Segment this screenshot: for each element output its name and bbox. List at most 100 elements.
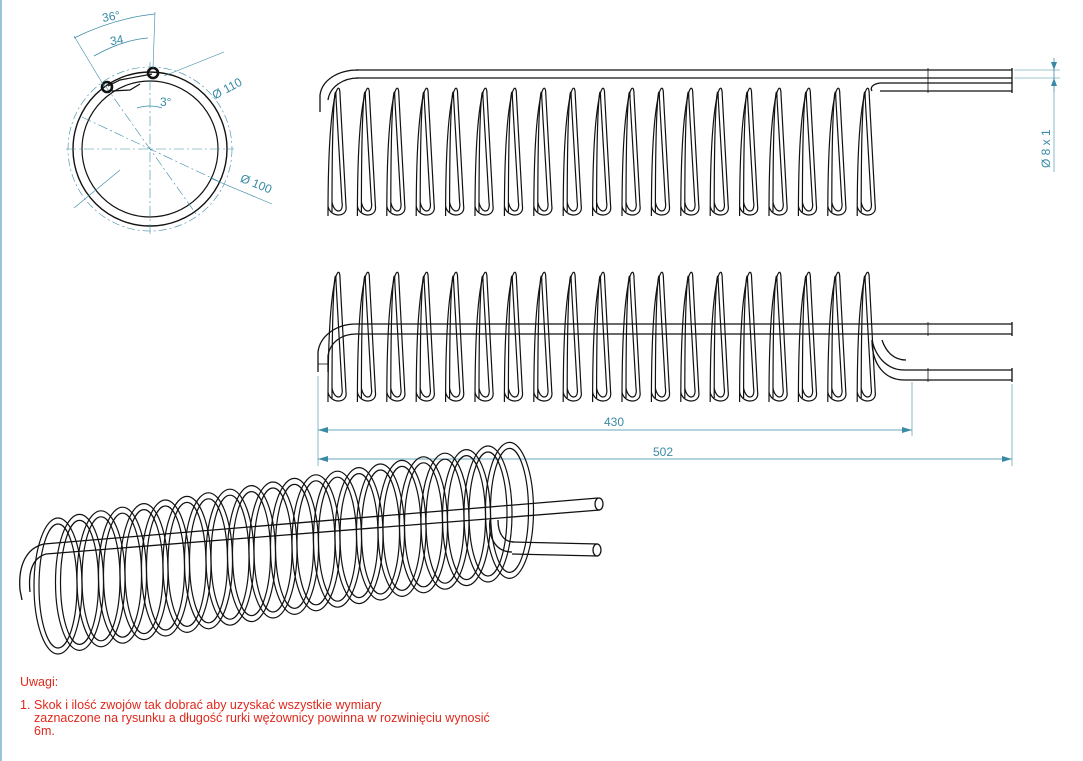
dim-line-left	[73, 169, 121, 209]
coil-loop	[654, 275, 667, 399]
coil-loop	[419, 91, 432, 213]
note-line: Skok i ilość zwojów tak dobrać aby uzysk…	[34, 698, 382, 712]
iso-tube-end-lower	[592, 543, 602, 557]
dim-line-110	[163, 51, 225, 77]
iso-coil-ring	[102, 512, 143, 638]
iso-coil-ring	[124, 508, 164, 635]
coil-loop	[739, 87, 759, 217]
dim-label-430: 430	[604, 415, 624, 429]
dim-label-110: Ø 110	[210, 75, 245, 102]
coil-loop	[654, 91, 667, 213]
iso-coil-ring	[145, 505, 186, 631]
note-body: Skok i ilość zwojów tak dobrać aby uzysk…	[34, 699, 620, 738]
iso-tube-end-upper	[594, 497, 604, 511]
dim-label-100: Ø 100	[238, 171, 274, 196]
coil-loop	[445, 87, 465, 217]
coil-front-view: 430 502	[317, 271, 1013, 466]
iso-coil-ring	[291, 474, 341, 612]
iso-coil-ring	[468, 451, 508, 577]
coil-loop	[801, 275, 814, 399]
top-view-right-bend	[870, 82, 881, 92]
coil-loop	[537, 91, 549, 213]
sheet-border	[0, 0, 2, 761]
coil-loop	[797, 87, 818, 217]
iso-coil-ring	[382, 465, 422, 592]
top-view-left-bend	[319, 69, 359, 112]
iso-coil-ring	[81, 516, 121, 642]
dim-label-34: 34	[109, 32, 125, 48]
iso-coil-ring	[140, 499, 191, 637]
iso-coil-ring	[231, 490, 272, 617]
coil-loop	[743, 91, 755, 213]
coil-loop	[449, 91, 461, 213]
coil-loop	[801, 91, 814, 213]
coil-loop	[360, 91, 373, 213]
coil-loop	[415, 87, 435, 217]
arrow-502-left	[318, 456, 328, 462]
coil-loop	[537, 275, 549, 399]
arrow-tube-a	[1051, 62, 1057, 70]
iso-coil-ring	[205, 488, 255, 626]
arrow-430-right	[902, 427, 912, 433]
coil-loop	[390, 275, 402, 399]
coil-loop	[831, 91, 843, 213]
iso-coil-ring	[183, 492, 234, 630]
coil-loop	[327, 271, 347, 403]
coil-loop	[360, 275, 373, 399]
coil-end-view: 36° 34 3° Ø 110 Ø 100	[66, 8, 274, 236]
notes-block: Uwagi: 1. Skok i ilość zwojów tak dobrać…	[20, 676, 620, 738]
coil-loop	[713, 275, 726, 399]
coil-loop	[386, 87, 406, 217]
iso-outlet-upper	[511, 541, 599, 545]
iso-coil-ring	[377, 459, 427, 598]
coil-loop	[533, 87, 553, 217]
coil-loop	[860, 91, 873, 213]
coil-loop	[419, 275, 432, 399]
coil-loop	[503, 87, 524, 217]
coil-loop	[768, 87, 788, 217]
front-view-left-bend	[317, 323, 357, 372]
iso-coil-ring	[54, 513, 105, 652]
arrow-tube-b	[1051, 78, 1057, 86]
iso-coil-ring	[253, 487, 293, 613]
coil-loop	[356, 87, 377, 217]
iso-coil-ring	[76, 510, 126, 648]
iso-coil-ring	[248, 481, 298, 619]
iso-right-bend	[489, 519, 515, 553]
coil-loop	[596, 91, 608, 213]
dim-arc-3	[136, 105, 163, 109]
dim-label-tube: Ø 8 x 1	[1039, 129, 1053, 168]
iso-coil-ring	[296, 480, 336, 606]
notes-title: Uwagi:	[20, 675, 59, 689]
arrow-430-left	[318, 427, 328, 433]
coil-loop	[566, 91, 579, 213]
coil-loop	[856, 87, 876, 217]
iso-coil-ring	[317, 476, 358, 602]
coil-loop	[743, 275, 755, 399]
iso-straight-lower	[45, 509, 601, 555]
iso-coil-ring	[312, 470, 363, 608]
iso-coil-ring	[355, 463, 406, 601]
coil-loop	[650, 87, 671, 217]
arrow-502-right	[1002, 456, 1012, 462]
iso-left-bend	[19, 543, 47, 601]
inlet-bend	[107, 73, 153, 92]
iso-coil-ring	[97, 506, 148, 644]
dim-label-3: 3°	[160, 95, 172, 109]
iso-coil-ring	[339, 472, 379, 599]
coil-loop	[478, 275, 490, 399]
coil-loop	[709, 87, 729, 217]
tube-section-left	[100, 80, 114, 94]
iso-coil-ring	[446, 454, 487, 581]
iso-coil-ring	[162, 495, 212, 634]
iso-coil-ring	[360, 469, 401, 595]
iso-coil-ring	[59, 519, 100, 646]
ext-36-a	[73, 35, 105, 87]
coil-loop	[684, 91, 696, 213]
iso-coil-ring	[489, 447, 530, 573]
coil-top-view: Ø 8 x 1	[319, 58, 1060, 217]
coil-loop	[566, 275, 579, 399]
coil-loop	[625, 275, 637, 399]
note-line: zaznaczone na rysunku a długość rurki wę…	[34, 711, 490, 725]
dim-label-502: 502	[653, 445, 673, 459]
